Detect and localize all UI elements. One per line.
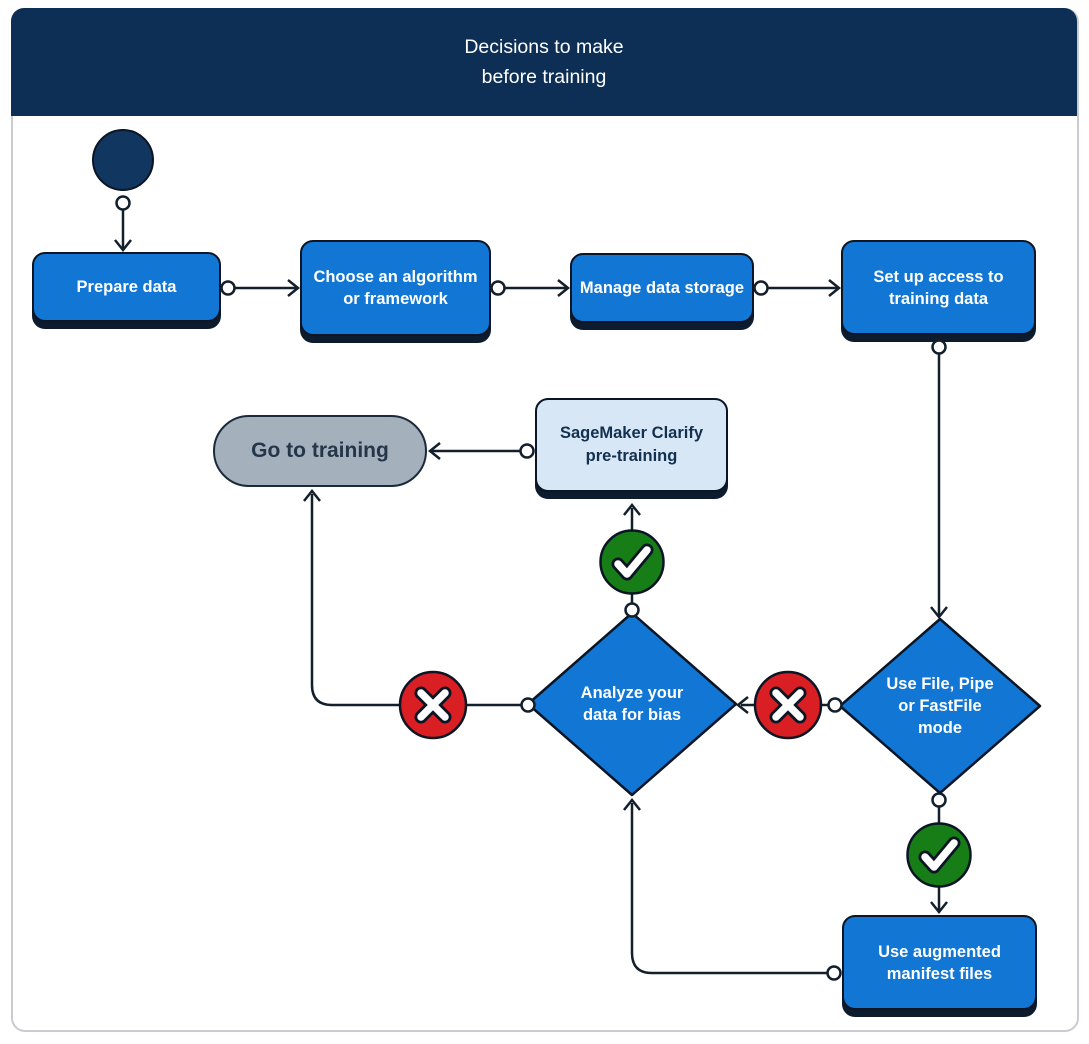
node-label: Choose an algorithm or framework bbox=[313, 268, 478, 308]
node-label: Set up access to training data bbox=[873, 267, 1004, 308]
node-file-mode-label: Use File, Pipe or FastFile mode bbox=[886, 675, 994, 737]
node-prepare-data: Prepare data bbox=[32, 252, 221, 322]
node-analyze-bias-label: Analyze your data for bias bbox=[580, 684, 684, 724]
node-manage-data-storage: Manage data storage bbox=[570, 253, 754, 323]
node-label: Prepare data bbox=[76, 278, 177, 296]
diagram-title-bar: Decisions to make before training bbox=[11, 8, 1077, 116]
node-augmented-manifest: Use augmented manifest files bbox=[842, 915, 1037, 1010]
node-setup-access: Set up access to training data bbox=[841, 240, 1036, 335]
node-label: Go to training bbox=[251, 439, 389, 462]
node-sagemaker-clarify: SageMaker Clarify pre-training bbox=[535, 398, 728, 492]
node-label: Manage data storage bbox=[579, 279, 745, 297]
node-go-to-training: Go to training bbox=[213, 415, 427, 487]
node-label: Use augmented manifest files bbox=[878, 942, 1001, 983]
diagram-title: Decisions to make before training bbox=[464, 36, 624, 88]
node-label: SageMaker Clarify pre-training bbox=[559, 424, 704, 465]
node-start-circle bbox=[92, 129, 154, 191]
node-choose-algorithm: Choose an algorithm or framework bbox=[300, 240, 491, 336]
diagram-frame bbox=[11, 8, 1079, 1032]
